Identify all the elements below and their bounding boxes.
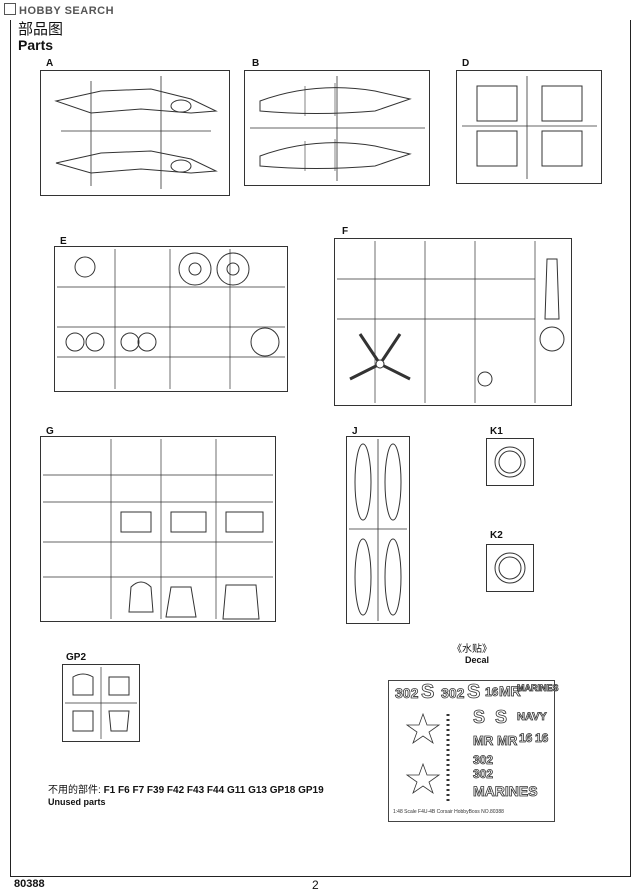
decal-note: 1:48 Scale F4U-4B Corsair HobbyBoss NO.8…	[393, 809, 504, 815]
sprue-j-drawing	[349, 439, 407, 621]
frame-left	[10, 20, 11, 876]
sprue-d-drawing	[462, 76, 597, 179]
decal-mark: MR	[497, 733, 518, 749]
decal-mark: 16	[519, 731, 533, 746]
decal-mark: 302	[473, 753, 494, 768]
decal-mark: MR	[499, 683, 522, 700]
frame-bottom	[10, 876, 631, 877]
sprue-label-e: E	[60, 236, 67, 247]
sprue-b-drawing	[250, 76, 425, 181]
sprue-label-gp2: GP2	[66, 652, 87, 663]
sprue-label-d: D	[462, 58, 470, 69]
decal-title-cn: 《水贴》	[452, 644, 492, 655]
sprue-f	[334, 238, 572, 406]
sprue-label-g: G	[46, 426, 54, 437]
sprue-f-drawing	[337, 241, 565, 403]
decal-stars-icon	[405, 712, 450, 804]
sprue-label-k1: K1	[490, 426, 503, 437]
sprue-e	[54, 246, 288, 392]
sprue-g	[40, 436, 276, 622]
sprue-j	[346, 436, 410, 624]
unused-parts-label-cn: 不用的部件:	[48, 785, 101, 796]
watermark: HOBBY SEARCH	[4, 3, 114, 17]
sprue-d	[456, 70, 602, 184]
sprue-gp2	[62, 664, 140, 742]
page-number: 2	[312, 878, 319, 892]
decal-mark: MR	[473, 733, 494, 749]
decal-mark: S	[421, 681, 435, 704]
decal-mark: NAVY	[517, 711, 548, 724]
decal-mark: 302	[441, 685, 465, 702]
decal-mark: MARINES	[473, 783, 538, 800]
decal-mark: 16	[485, 685, 499, 700]
sprue-k2	[486, 544, 534, 592]
decal-mark: 302	[395, 685, 419, 702]
decal-mark: S	[473, 707, 486, 728]
sprue-g-drawing	[43, 439, 273, 620]
sprue-label-a: A	[46, 58, 54, 69]
unused-parts-line: 不用的部件: F1 F6 F7 F39 F42 F43 F44 G11 G13 …	[48, 781, 324, 796]
watermark-logo-icon	[4, 3, 16, 15]
section-title-cn: 部品图	[18, 21, 64, 38]
sprue-e-drawing	[57, 249, 285, 389]
sprue-a	[40, 70, 230, 196]
decal-mark: 302	[473, 767, 494, 782]
decal-title-en: Decal	[465, 655, 490, 665]
frame-right	[630, 20, 631, 876]
section-title-en: Parts	[18, 37, 54, 53]
decal-mark: 16	[535, 731, 549, 746]
decal-mark: S	[467, 681, 481, 704]
sprue-gp2-drawing	[65, 667, 137, 739]
sprue-label-j: J	[352, 426, 358, 437]
sprue-k1-drawing	[494, 446, 526, 478]
sprue-b	[244, 70, 430, 186]
sprue-k2-drawing	[494, 552, 526, 584]
sprue-k1	[486, 438, 534, 486]
decal-mark: S	[495, 707, 508, 728]
sprue-label-f: F	[342, 226, 349, 237]
unused-parts-label-en: Unused parts	[48, 797, 106, 807]
decal-mark: MARINES	[517, 683, 559, 694]
decal-sheet: 302 S 302 S 16 MR MARINES S S NAVY MR MR…	[388, 680, 559, 822]
sprue-label-b: B	[252, 58, 260, 69]
sprue-a-drawing	[54, 76, 218, 189]
product-code: 80388	[14, 878, 45, 890]
unused-parts-list: F1 F6 F7 F39 F42 F43 F44 G11 G13 GP18 GP…	[103, 785, 324, 796]
watermark-text: HOBBY SEARCH	[19, 5, 115, 17]
sprue-label-k2: K2	[490, 530, 503, 541]
